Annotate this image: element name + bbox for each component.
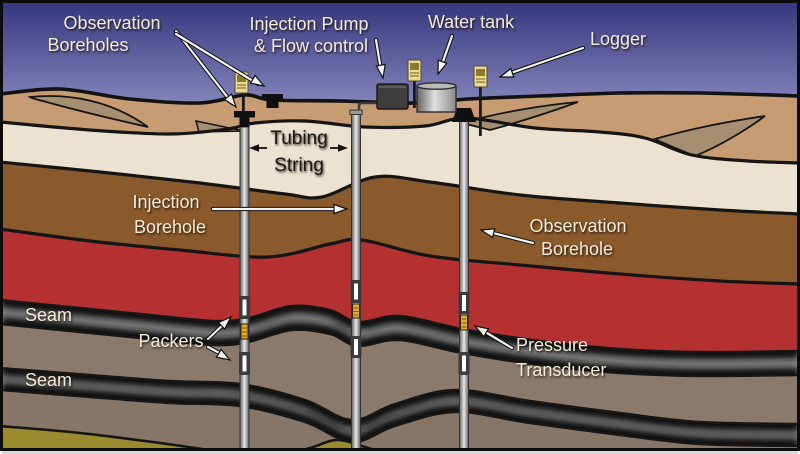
- boundary-topsoil-cream: [3, 116, 797, 165]
- arrow-injection-pump: [373, 37, 386, 80]
- label-observation-boreholes-1: Observation: [63, 13, 160, 33]
- logger-screen: [237, 75, 246, 82]
- logger-middle: [407, 59, 422, 108]
- logger-pole: [242, 92, 245, 113]
- label-injection-pump-2: & Flow control: [254, 36, 368, 56]
- arrow-packer-upper: [205, 315, 233, 342]
- packer-upper-core: [242, 299, 247, 316]
- stub-cap: [262, 94, 283, 100]
- label-pressure-transducer-2: Transducer: [516, 360, 606, 380]
- packer-upper-core: [354, 283, 358, 300]
- arrow-logger: [498, 45, 586, 78]
- label-observation-borehole-1: Observation: [529, 216, 626, 236]
- label-injection-borehole-2: Borehole: [134, 217, 206, 237]
- boundary-seam-lower: [3, 367, 797, 448]
- label-seam-lower: Seam: [25, 370, 72, 390]
- injection-borehole-center: [349, 101, 380, 449]
- label-injection-borehole-1: Injection: [132, 192, 199, 212]
- water-tank-rim: [416, 82, 457, 90]
- frame-bottom-strip: [2, 450, 798, 454]
- label-logger: Logger: [590, 29, 646, 49]
- logger-screen: [476, 69, 485, 76]
- logger-pole: [413, 80, 416, 108]
- injection-pump-unit: [376, 83, 409, 110]
- wellhead-bar: [234, 111, 255, 118]
- arrow-packer-lower: [205, 344, 232, 361]
- packer-upper-core: [462, 295, 466, 311]
- packer-lower-core: [242, 355, 247, 372]
- logger-pole: [479, 86, 482, 136]
- transducer-stripes: [242, 327, 247, 337]
- arrow-injection-borehole: [210, 203, 349, 215]
- packer-lower-core: [354, 339, 358, 355]
- label-packers: Packers: [138, 331, 203, 351]
- logger-buttons: [237, 84, 246, 89]
- logger-buttons: [410, 72, 419, 77]
- label-pressure-transducer-1: Pressure: [516, 335, 588, 355]
- boundary-cream-brown: [3, 160, 797, 216]
- labels: Observation Boreholes Injection Pump & F…: [25, 12, 646, 390]
- label-seam-upper: Seam: [25, 305, 72, 325]
- wellhead-body: [239, 117, 250, 127]
- label-water-tank: Water tank: [428, 12, 515, 32]
- boundary-surface: [3, 87, 797, 105]
- label-tubing-string-1: Tubing: [270, 128, 327, 149]
- water-tank-body: [416, 85, 457, 113]
- label-observation-borehole-2: Borehole: [541, 239, 613, 259]
- boundary-seam-upper: [3, 299, 797, 378]
- transducer-stripes: [461, 318, 467, 328]
- packer-lower-core: [462, 355, 466, 372]
- observation-borehole-left: [234, 71, 255, 449]
- arrow-observation-borehole-right: [479, 228, 536, 246]
- arrow-water-tank: [437, 33, 455, 76]
- observation-borehole-right: [452, 65, 488, 449]
- wedge-lens-left: [27, 95, 149, 128]
- layer-olive: [3, 426, 372, 449]
- transducer-stripes: [353, 307, 359, 316]
- wellhead-cap: [452, 108, 476, 122]
- borehole-pipe: [459, 119, 469, 449]
- arrow-pressure-transducer: [473, 325, 515, 351]
- pipe-collar: [349, 109, 363, 115]
- surface-feed-pipe: [357, 101, 380, 118]
- boundary-olive: [3, 424, 376, 449]
- arrow-observation-borehole-2: [173, 31, 266, 87]
- water-tank-unit: [416, 82, 457, 113]
- label-observation-boreholes-2: Boreholes: [47, 35, 128, 55]
- logger-screen: [410, 63, 419, 70]
- tubing-arrow-left-head: [249, 144, 259, 152]
- arrows-white: [173, 28, 586, 361]
- label-tubing-string-2: String: [274, 155, 324, 176]
- arrow-observation-borehole-1: [173, 28, 238, 109]
- arrows-tubing: [249, 144, 348, 152]
- tubing-arrow-right-head: [338, 144, 348, 152]
- stub-body: [266, 100, 279, 108]
- borehole-pipe: [239, 126, 250, 449]
- injection-pump: [376, 83, 409, 110]
- boundary-brown-red: [3, 227, 797, 286]
- capped-borehole-stub: [262, 94, 283, 108]
- label-injection-pump-1: Injection Pump: [249, 14, 368, 34]
- logger-buttons: [476, 78, 485, 83]
